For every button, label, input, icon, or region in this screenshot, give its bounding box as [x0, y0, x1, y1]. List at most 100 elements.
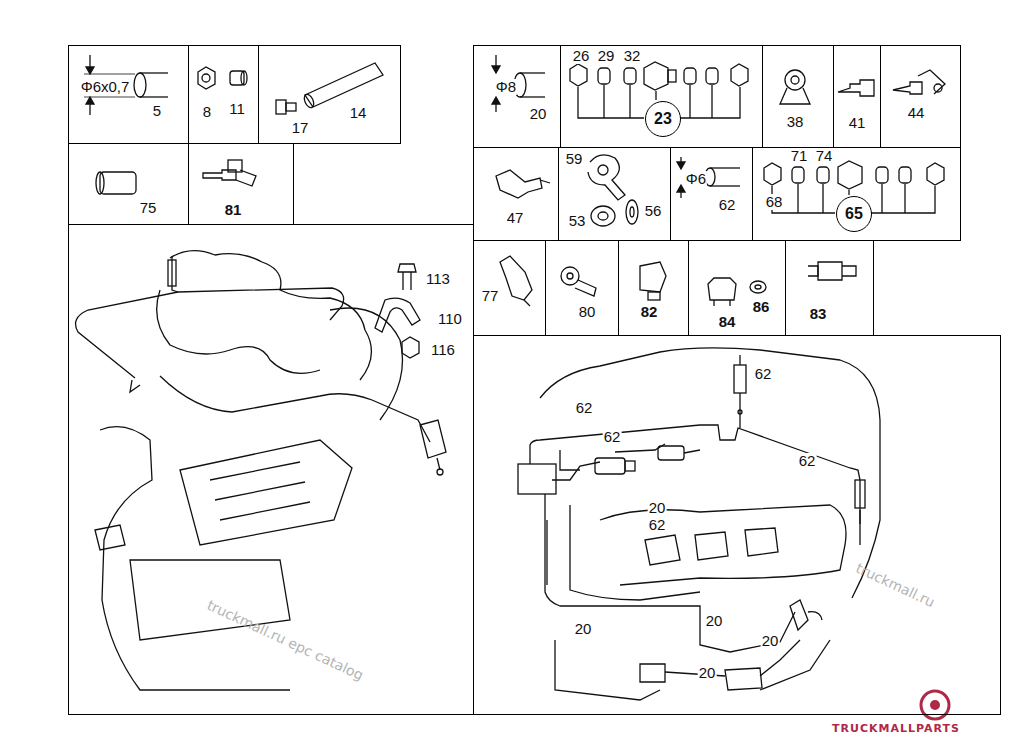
drawing-stroke	[76, 288, 344, 378]
part-cell: 83	[785, 240, 874, 336]
callout-number: 77	[481, 288, 500, 304]
callout-number: 11	[228, 101, 246, 117]
callout-number: 26	[572, 48, 591, 64]
drawing-stroke	[540, 180, 550, 183]
callout-number: 29	[597, 48, 616, 64]
drawing-stroke	[241, 71, 247, 85]
drawing-stroke	[738, 410, 742, 414]
drawing-stroke	[180, 440, 352, 545]
drawing-stroke	[134, 73, 146, 97]
drawing-stroke	[930, 700, 940, 710]
drawing-stroke	[899, 167, 911, 183]
drawing-stroke	[665, 640, 800, 676]
drawing-stroke	[402, 272, 403, 290]
callout-number: 32	[623, 48, 642, 64]
drawing-stroke	[808, 266, 856, 276]
drawing-stroke	[677, 185, 685, 192]
drawing-stroke	[630, 207, 634, 217]
drawing-stroke	[710, 167, 740, 168]
drawing-stroke	[100, 172, 136, 194]
callout-number: 83	[809, 306, 828, 322]
drawing-stroke	[677, 162, 685, 169]
callout-number: 75	[139, 200, 158, 216]
drawing-stroke	[86, 67, 94, 74]
part-cell: 811	[188, 45, 259, 144]
callout-number: 20	[698, 665, 717, 681]
drawing-stroke	[785, 70, 805, 90]
drawing-stroke	[286, 103, 296, 111]
drawing-stroke	[790, 600, 808, 630]
callout-number: 53	[568, 213, 587, 229]
part-cell: 71746865	[752, 147, 961, 241]
callout-number: 44	[907, 105, 926, 121]
part-cell: 82	[618, 240, 689, 336]
drawing-stroke	[927, 163, 944, 185]
part-cell: 44	[880, 45, 961, 148]
drawing-stroke	[739, 410, 740, 428]
callout-number: 116	[430, 342, 456, 358]
part-cell: Φ820	[473, 45, 561, 148]
part-cell: 41	[833, 45, 881, 148]
drawing-stroke	[934, 84, 942, 92]
drawing-stroke	[567, 273, 573, 279]
part-cell: Φ6x0,75	[68, 45, 189, 144]
drawing-stroke	[750, 281, 766, 293]
drawing-stroke	[739, 393, 740, 410]
part-cell: Φ662	[670, 147, 753, 241]
drawing-stroke	[157, 290, 320, 373]
drawing-stroke	[552, 444, 665, 480]
callout-number: 62	[798, 453, 817, 469]
drawing-stroke	[555, 640, 830, 700]
drawing-stroke	[575, 280, 596, 296]
drawing-stroke	[684, 450, 700, 453]
drawing-stroke	[398, 264, 416, 272]
drawing-stroke	[739, 355, 740, 365]
drawing-stroke	[492, 66, 500, 73]
illustration-panel: 62626262206220202020	[473, 335, 1001, 715]
drawing-stroke	[792, 167, 804, 183]
drawing-stroke	[591, 206, 615, 226]
callout-number: 47	[506, 210, 525, 226]
callout-number: 14	[349, 105, 368, 121]
callout-number: 62	[754, 366, 773, 382]
drawing-stroke	[236, 170, 256, 186]
drawing-stroke	[545, 494, 795, 652]
callout-number: 84	[718, 314, 737, 330]
drawing-stroke	[302, 93, 315, 109]
drawing-stroke	[600, 505, 846, 585]
drawing-stroke	[500, 256, 532, 300]
sleeve-tee	[96, 160, 256, 194]
part-cell: 81	[188, 143, 294, 225]
drawing-stroke	[520, 96, 545, 97]
drawing-stroke	[817, 167, 829, 183]
drawing-stroke	[625, 461, 635, 471]
callout-number: 23	[653, 111, 673, 127]
drawing-stroke	[658, 446, 684, 460]
callout-number: 80	[578, 304, 597, 320]
callout-number: 110	[437, 311, 463, 327]
callout-number: 62	[648, 517, 667, 533]
drawing-stroke	[808, 612, 822, 620]
drawing-stroke	[547, 505, 700, 600]
drawing-stroke	[420, 420, 446, 458]
drawing-stroke	[305, 63, 383, 107]
drawing-stroke	[708, 278, 736, 300]
callout-number: 56	[644, 203, 663, 219]
callout-number: 68	[765, 194, 784, 210]
part-cell: 38	[762, 45, 834, 148]
callout-number: 65	[844, 206, 864, 222]
drawing-stroke	[755, 285, 761, 289]
drawing-stroke	[198, 67, 215, 89]
drawing-stroke	[492, 97, 500, 104]
drawing-stroke	[561, 267, 579, 285]
callout-number: 38	[786, 114, 805, 130]
drawing-stroke	[140, 72, 168, 73]
drawing-stroke	[202, 74, 210, 82]
callout-number: 71	[790, 148, 809, 164]
drawing-stroke	[595, 458, 625, 474]
part-cell: 47	[473, 147, 559, 241]
drawing-stroke	[729, 300, 730, 306]
drawing-stroke	[402, 337, 419, 358]
drawing-stroke	[228, 160, 242, 172]
